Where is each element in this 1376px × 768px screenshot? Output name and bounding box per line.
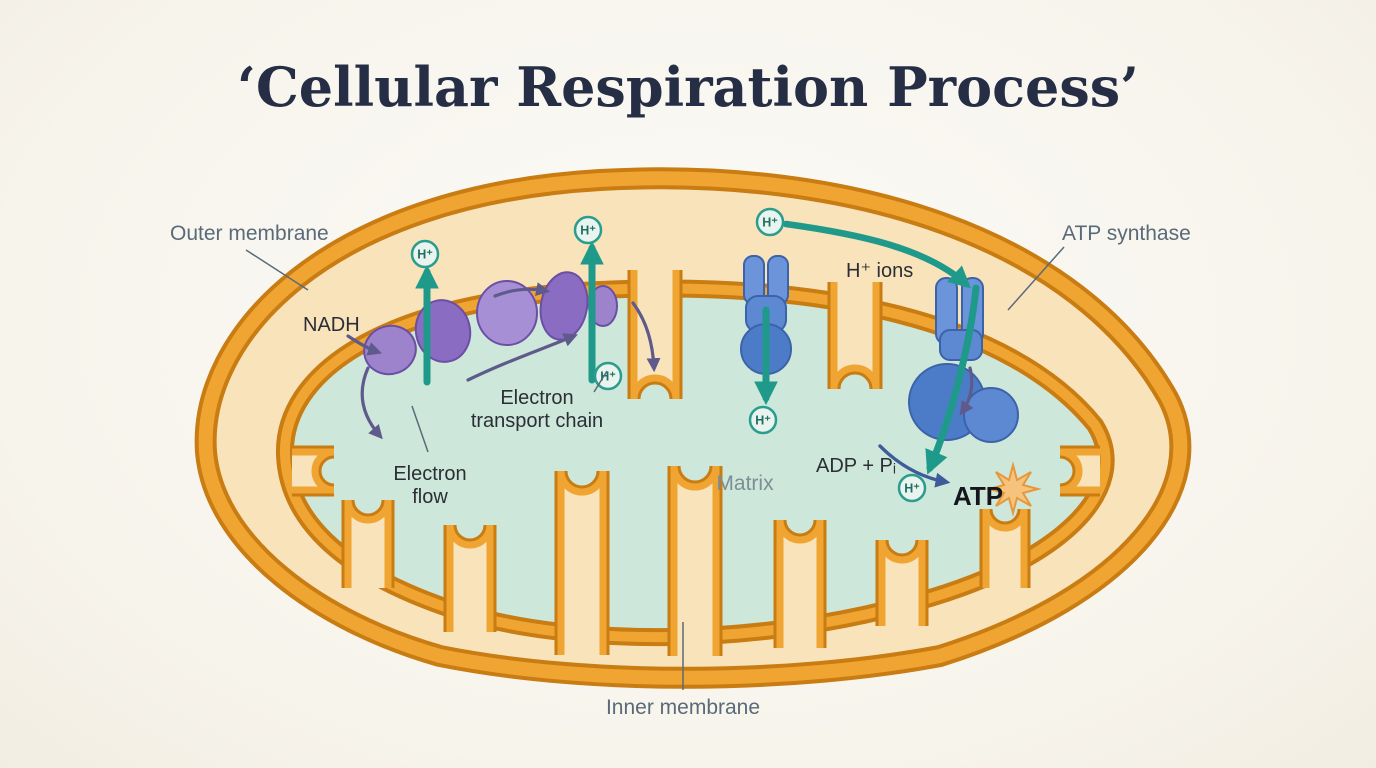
h-plus-badge: H⁺ xyxy=(410,239,440,269)
leader-electron-flow xyxy=(411,405,429,453)
h-plus-badges: H⁺ H⁺ H⁺ H⁺ H⁺ H⁺ xyxy=(410,207,927,503)
etc-complex xyxy=(539,271,589,341)
h-plus-badge: H⁺ xyxy=(573,215,603,245)
label-h-ions: H⁺ ions xyxy=(846,260,913,282)
electron-arrow xyxy=(346,334,383,356)
h-plus-label: H⁺ xyxy=(755,414,771,428)
crista xyxy=(780,520,820,648)
leader-outer-membrane xyxy=(245,249,309,291)
label-inner-membrane: Inner membrane xyxy=(606,696,760,719)
crista xyxy=(674,466,716,656)
h-plus-badge: H⁺ xyxy=(748,405,778,435)
crista xyxy=(834,282,876,389)
rotor-arrow xyxy=(959,366,974,416)
atp-synthase-proton-arrow xyxy=(925,284,980,475)
electron-arrow xyxy=(493,282,551,298)
crista xyxy=(450,525,490,632)
label-atp: ATP xyxy=(953,481,1003,511)
etc-complex xyxy=(363,324,417,376)
label-etc-line2: transport chain xyxy=(471,410,603,432)
h-plus-badge: H⁺ xyxy=(897,473,927,503)
proton-flow-arrows xyxy=(415,220,980,475)
label-electron-flow-line2: flow xyxy=(412,486,448,508)
leader-atp-synthase xyxy=(1007,246,1065,311)
label-nadh: NADH xyxy=(303,314,360,336)
h-plus-label: H⁺ xyxy=(904,482,920,496)
label-adp-pi: ADP + Pᵢ xyxy=(816,455,896,477)
h-plus-label: H⁺ xyxy=(600,370,616,384)
leader-etc xyxy=(593,370,608,393)
etc-complex xyxy=(476,280,538,346)
h-plus-label: H⁺ xyxy=(417,248,433,262)
electron-arrow xyxy=(466,333,578,382)
atp-starburst xyxy=(985,461,1042,517)
h-plus-badge: H⁺ xyxy=(593,361,623,391)
label-outer-membrane: Outer membrane xyxy=(170,222,329,245)
adp-to-atp-arrow xyxy=(878,444,951,488)
page-title: ‘Cellular Respiration Process’ xyxy=(237,55,1139,119)
proton-gradient-arrow xyxy=(782,220,971,289)
electron-arrow xyxy=(360,366,383,440)
electron-flow-arrows xyxy=(346,282,974,440)
h-plus-label: H⁺ xyxy=(580,224,596,238)
label-etc-line1: Electron xyxy=(500,387,573,409)
label-matrix: Matrix xyxy=(716,472,774,495)
electron-arrow xyxy=(631,301,661,373)
crista xyxy=(561,471,603,655)
label-electron-flow-line1: Electron xyxy=(393,463,466,485)
electron-transport-chain-complexes xyxy=(363,271,618,376)
h-plus-badge: H⁺ xyxy=(755,207,785,237)
label-atp-synthase: ATP synthase xyxy=(1062,222,1191,245)
crista xyxy=(634,270,676,399)
h-plus-label: H⁺ xyxy=(762,216,778,230)
